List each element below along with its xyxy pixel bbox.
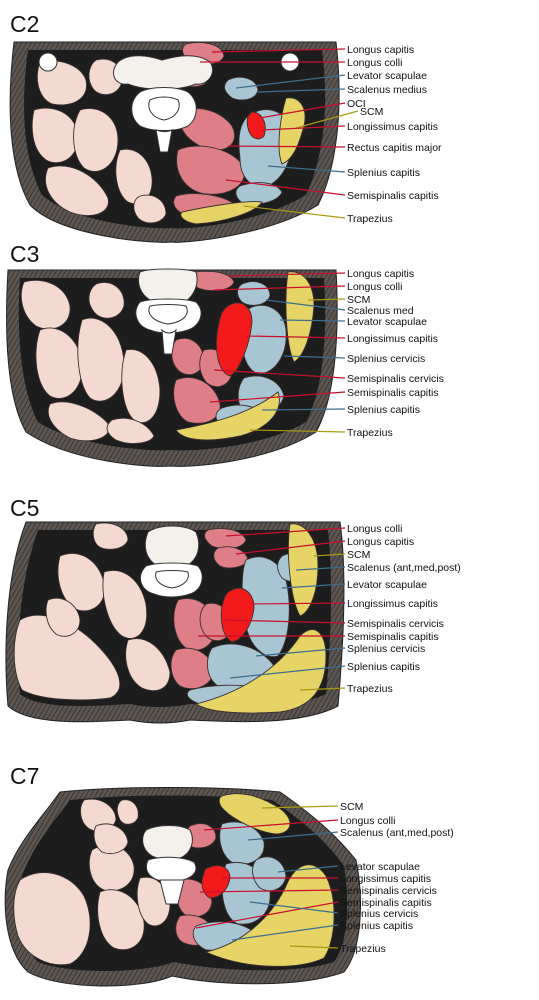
c5-label-scalenus: Scalenus (ant,med,post) [347, 562, 461, 574]
c2-label-splenius-capitis: Splenius capitis [347, 167, 420, 179]
c7-label-splenius-capitis: Splenius capitis [340, 920, 413, 932]
c3-annotations: Longus capitis Longus colli SCM Scalenus… [209, 268, 444, 439]
c7-label-levator-scapulae: Levator scapulae [340, 861, 420, 873]
c2-label-scalenus-medius: Scalenus medius [347, 84, 427, 96]
c5-label-semispinalis-cervicis: Semispinalis cervicis [347, 618, 444, 630]
c3-label-scm: SCM [347, 294, 370, 306]
c7-label-semispinalis-cervicis: Semispinalis cervicis [340, 885, 437, 897]
c2-label-trapezius: Trapezius [347, 213, 393, 225]
c7-label-splenius-cervicis: Splenius cervicis [340, 908, 418, 920]
c2-label-longissimus-capitis: Longissimus capitis [347, 121, 438, 133]
c3-label-splenius-cervicis: Splenius cervicis [347, 353, 425, 365]
c7-label-scalenus: Scalenus (ant,med,post) [340, 827, 454, 839]
c5-label-splenius-capitis: Splenius capitis [347, 661, 420, 673]
c2-label-oci: OCI [347, 98, 366, 110]
c3-label-longus-colli: Longus colli [347, 281, 402, 293]
c5-label-levator-scapulae: Levator scapulae [347, 579, 427, 591]
section-title-c3: C3 [10, 241, 39, 267]
c5-label-scm: SCM [347, 549, 370, 561]
c7-label-longissimus-capitis: Longissimus capitis [340, 873, 431, 885]
c3-label-semispinalis-capitis: Semispinalis capitis [347, 387, 439, 399]
section-title-c2: C2 [10, 11, 39, 37]
c5-label-trapezius: Trapezius [347, 683, 393, 695]
section-title-c5: C5 [10, 495, 39, 521]
c7-label-scm: SCM [340, 801, 363, 813]
c2-label-semispinalis-capitis: Semispinalis capitis [347, 190, 439, 202]
c7-annotations: SCM Longus colli Scalenus (ant,med,post)… [195, 801, 454, 955]
c5-label-longissimus-capitis: Longissimus capitis [347, 598, 438, 610]
section-c3 [6, 268, 338, 467]
section-c2 [9, 41, 340, 243]
c3-label-longus-capitis: Longus capitis [347, 268, 414, 280]
c5-label-longus-colli: Longus colli [347, 523, 402, 535]
c5-annotations: Longus colli Longus capitis SCM Scalenus… [198, 523, 461, 695]
c3-label-scalenus-med: Scalenus med [347, 305, 414, 317]
c2-annotations: Longus capitis Longus colli Levator scap… [200, 44, 442, 225]
c2-label-longus-capitis: Longus capitis [347, 44, 414, 56]
c7-label-longus-colli: Longus colli [340, 815, 395, 827]
c3-label-trapezius: Trapezius [347, 427, 393, 439]
c3-label-longissimus-capitis: Longissimus capitis [347, 333, 438, 345]
c2-label-rectus-capitis-major: Rectus capitis major [347, 142, 442, 154]
c2-label-scm: SCM [360, 106, 383, 118]
section-c5 [5, 521, 345, 724]
c7-label-semispinalis-capitis: Semispinalis capitis [340, 897, 432, 909]
c3-label-splenius-capitis: Splenius capitis [347, 404, 420, 416]
c5-label-longus-capitis: Longus capitis [347, 536, 414, 548]
section-c7 [4, 787, 361, 987]
c3-label-semispinalis-cervicis: Semispinalis cervicis [347, 373, 444, 385]
c7-label-trapezius: Trapezius [340, 943, 386, 955]
c5-label-semispinalis-capitis: Semispinalis capitis [347, 631, 439, 643]
c2-label-levator-scapulae: Levator scapulae [347, 70, 427, 82]
c5-label-splenius-cervicis: Splenius cervicis [347, 643, 425, 655]
c3-label-levator-scapulae: Levator scapulae [347, 316, 427, 328]
c2-label-longus-colli: Longus colli [347, 57, 402, 69]
section-title-c7: C7 [10, 763, 39, 789]
